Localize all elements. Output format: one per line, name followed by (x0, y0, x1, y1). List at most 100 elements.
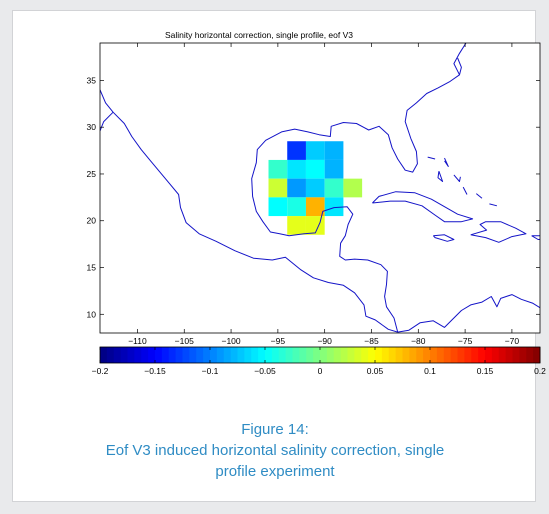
colorbar-swatch (265, 347, 273, 363)
colorbar-swatch (244, 347, 252, 363)
colorbar-swatch (533, 347, 541, 363)
x-tick-label: −105 (175, 336, 194, 346)
colorbar-swatch (113, 347, 122, 363)
x-tick-label: −95 (271, 336, 286, 346)
y-tick-label: 30 (87, 122, 97, 132)
colorbar-tick-label: 0.2 (534, 366, 546, 376)
colorbar-swatch (526, 347, 534, 363)
correction-cell (305, 141, 325, 160)
colorbar-swatch (141, 347, 149, 363)
correction-cell (305, 197, 325, 217)
colorbar-swatch (189, 347, 197, 363)
colorbar-swatch (182, 347, 190, 363)
coastline-segment (457, 57, 462, 75)
correction-cell (287, 216, 306, 235)
colorbar-tick-label: −0.2 (92, 366, 109, 376)
colorbar-swatch (168, 347, 177, 363)
colorbar-swatch (491, 347, 500, 363)
colorbar-swatch (155, 347, 163, 363)
x-tick-label: −90 (317, 336, 332, 346)
x-tick-label: −110 (128, 336, 147, 346)
x-tick-label: −85 (364, 336, 379, 346)
coastline-segment (251, 43, 467, 333)
x-tick-label: −80 (411, 336, 426, 346)
coastline-segment (372, 191, 474, 223)
colorbar-swatch (450, 347, 458, 363)
correction-cell (305, 159, 325, 179)
colorbar-swatch (436, 347, 445, 363)
colorbar-swatch (175, 347, 183, 363)
colorbar-swatch (402, 347, 410, 363)
caption-text-line-1: Eof V3 induced horizontal salinity corre… (105, 442, 445, 459)
colorbar-tick-label: −0.15 (144, 366, 166, 376)
correction-cell (287, 178, 306, 198)
colorbar-swatch (375, 347, 383, 363)
colorbar-swatch (464, 347, 472, 363)
colorbar-swatch (471, 347, 479, 363)
colorbar-swatch (478, 347, 486, 363)
x-tick-label: −100 (221, 336, 240, 346)
colorbar-swatch (100, 347, 108, 363)
colorbar-tick-label: 0.1 (424, 366, 436, 376)
colorbar-swatch (271, 347, 280, 363)
map-plot: −110−105−100−95−90−85−80−75−70 101520253… (87, 42, 541, 346)
colorbar-swatch (519, 347, 527, 363)
colorbar-swatch (457, 347, 465, 363)
correction-cell (324, 197, 344, 217)
correction-cell (287, 141, 306, 160)
colorbar-swatch (306, 347, 314, 363)
colorbar-swatch (292, 347, 300, 363)
correction-cell (343, 178, 363, 198)
plot-frame (99, 42, 541, 334)
coastline-segment (100, 89, 398, 333)
colorbar-swatch (278, 347, 287, 363)
colorbar-swatch (299, 347, 307, 363)
colorbar-swatch (409, 347, 417, 363)
colorbar-swatch (354, 347, 362, 363)
coastline-segment (470, 221, 527, 243)
colorbar-swatch (237, 347, 245, 363)
colorbar-swatch (285, 347, 293, 363)
colorbar-swatch (340, 347, 348, 363)
figure-canvas: Salinity horizontal correction, single p… (87, 30, 547, 376)
coastline (100, 43, 540, 333)
coastline-segment (531, 235, 540, 240)
correction-cell (305, 178, 325, 198)
colorbar-swatch (120, 347, 128, 363)
colorbar-swatch (223, 347, 232, 363)
correction-cell (324, 178, 344, 198)
coastline-segment (453, 174, 461, 182)
colorbar-swatch (230, 347, 238, 363)
colorbar-swatch (203, 347, 211, 363)
correction-cell (287, 159, 306, 179)
colorbar-swatch (347, 347, 355, 363)
colorbar-swatch (333, 347, 342, 363)
colorbar-tick-label: 0.05 (367, 366, 384, 376)
correction-cell (268, 178, 288, 198)
colorbar-swatch (388, 347, 397, 363)
coastline-segment (437, 171, 444, 182)
colorbar-swatch (416, 347, 424, 363)
correction-cell (287, 197, 306, 217)
colorbar-swatches (100, 347, 541, 363)
colorbar-swatch (210, 347, 218, 363)
colorbar-swatch (512, 347, 520, 363)
colorbar-swatch (196, 347, 204, 363)
x-tick-label: −75 (458, 336, 473, 346)
colorbar-swatch (423, 347, 431, 363)
coastline-segment (444, 157, 449, 167)
correction-cell (268, 159, 288, 179)
colorbar-tick-label: 0 (318, 366, 323, 376)
colorbar-swatch (395, 347, 403, 363)
y-tick-label: 25 (87, 169, 97, 179)
x-axis: −110−105−100−95−90−85−80−75−70 (128, 43, 519, 346)
colorbar-swatch (127, 347, 135, 363)
coastline-segment (462, 186, 468, 195)
colorbar-swatch (361, 347, 369, 363)
figure-card: Salinity horizontal correction, single p… (12, 10, 547, 502)
y-tick-label: 35 (87, 75, 97, 85)
colorbar-tick-label: −0.1 (202, 366, 219, 376)
colorbar-swatch (368, 347, 376, 363)
colorbar-swatch (498, 347, 507, 363)
